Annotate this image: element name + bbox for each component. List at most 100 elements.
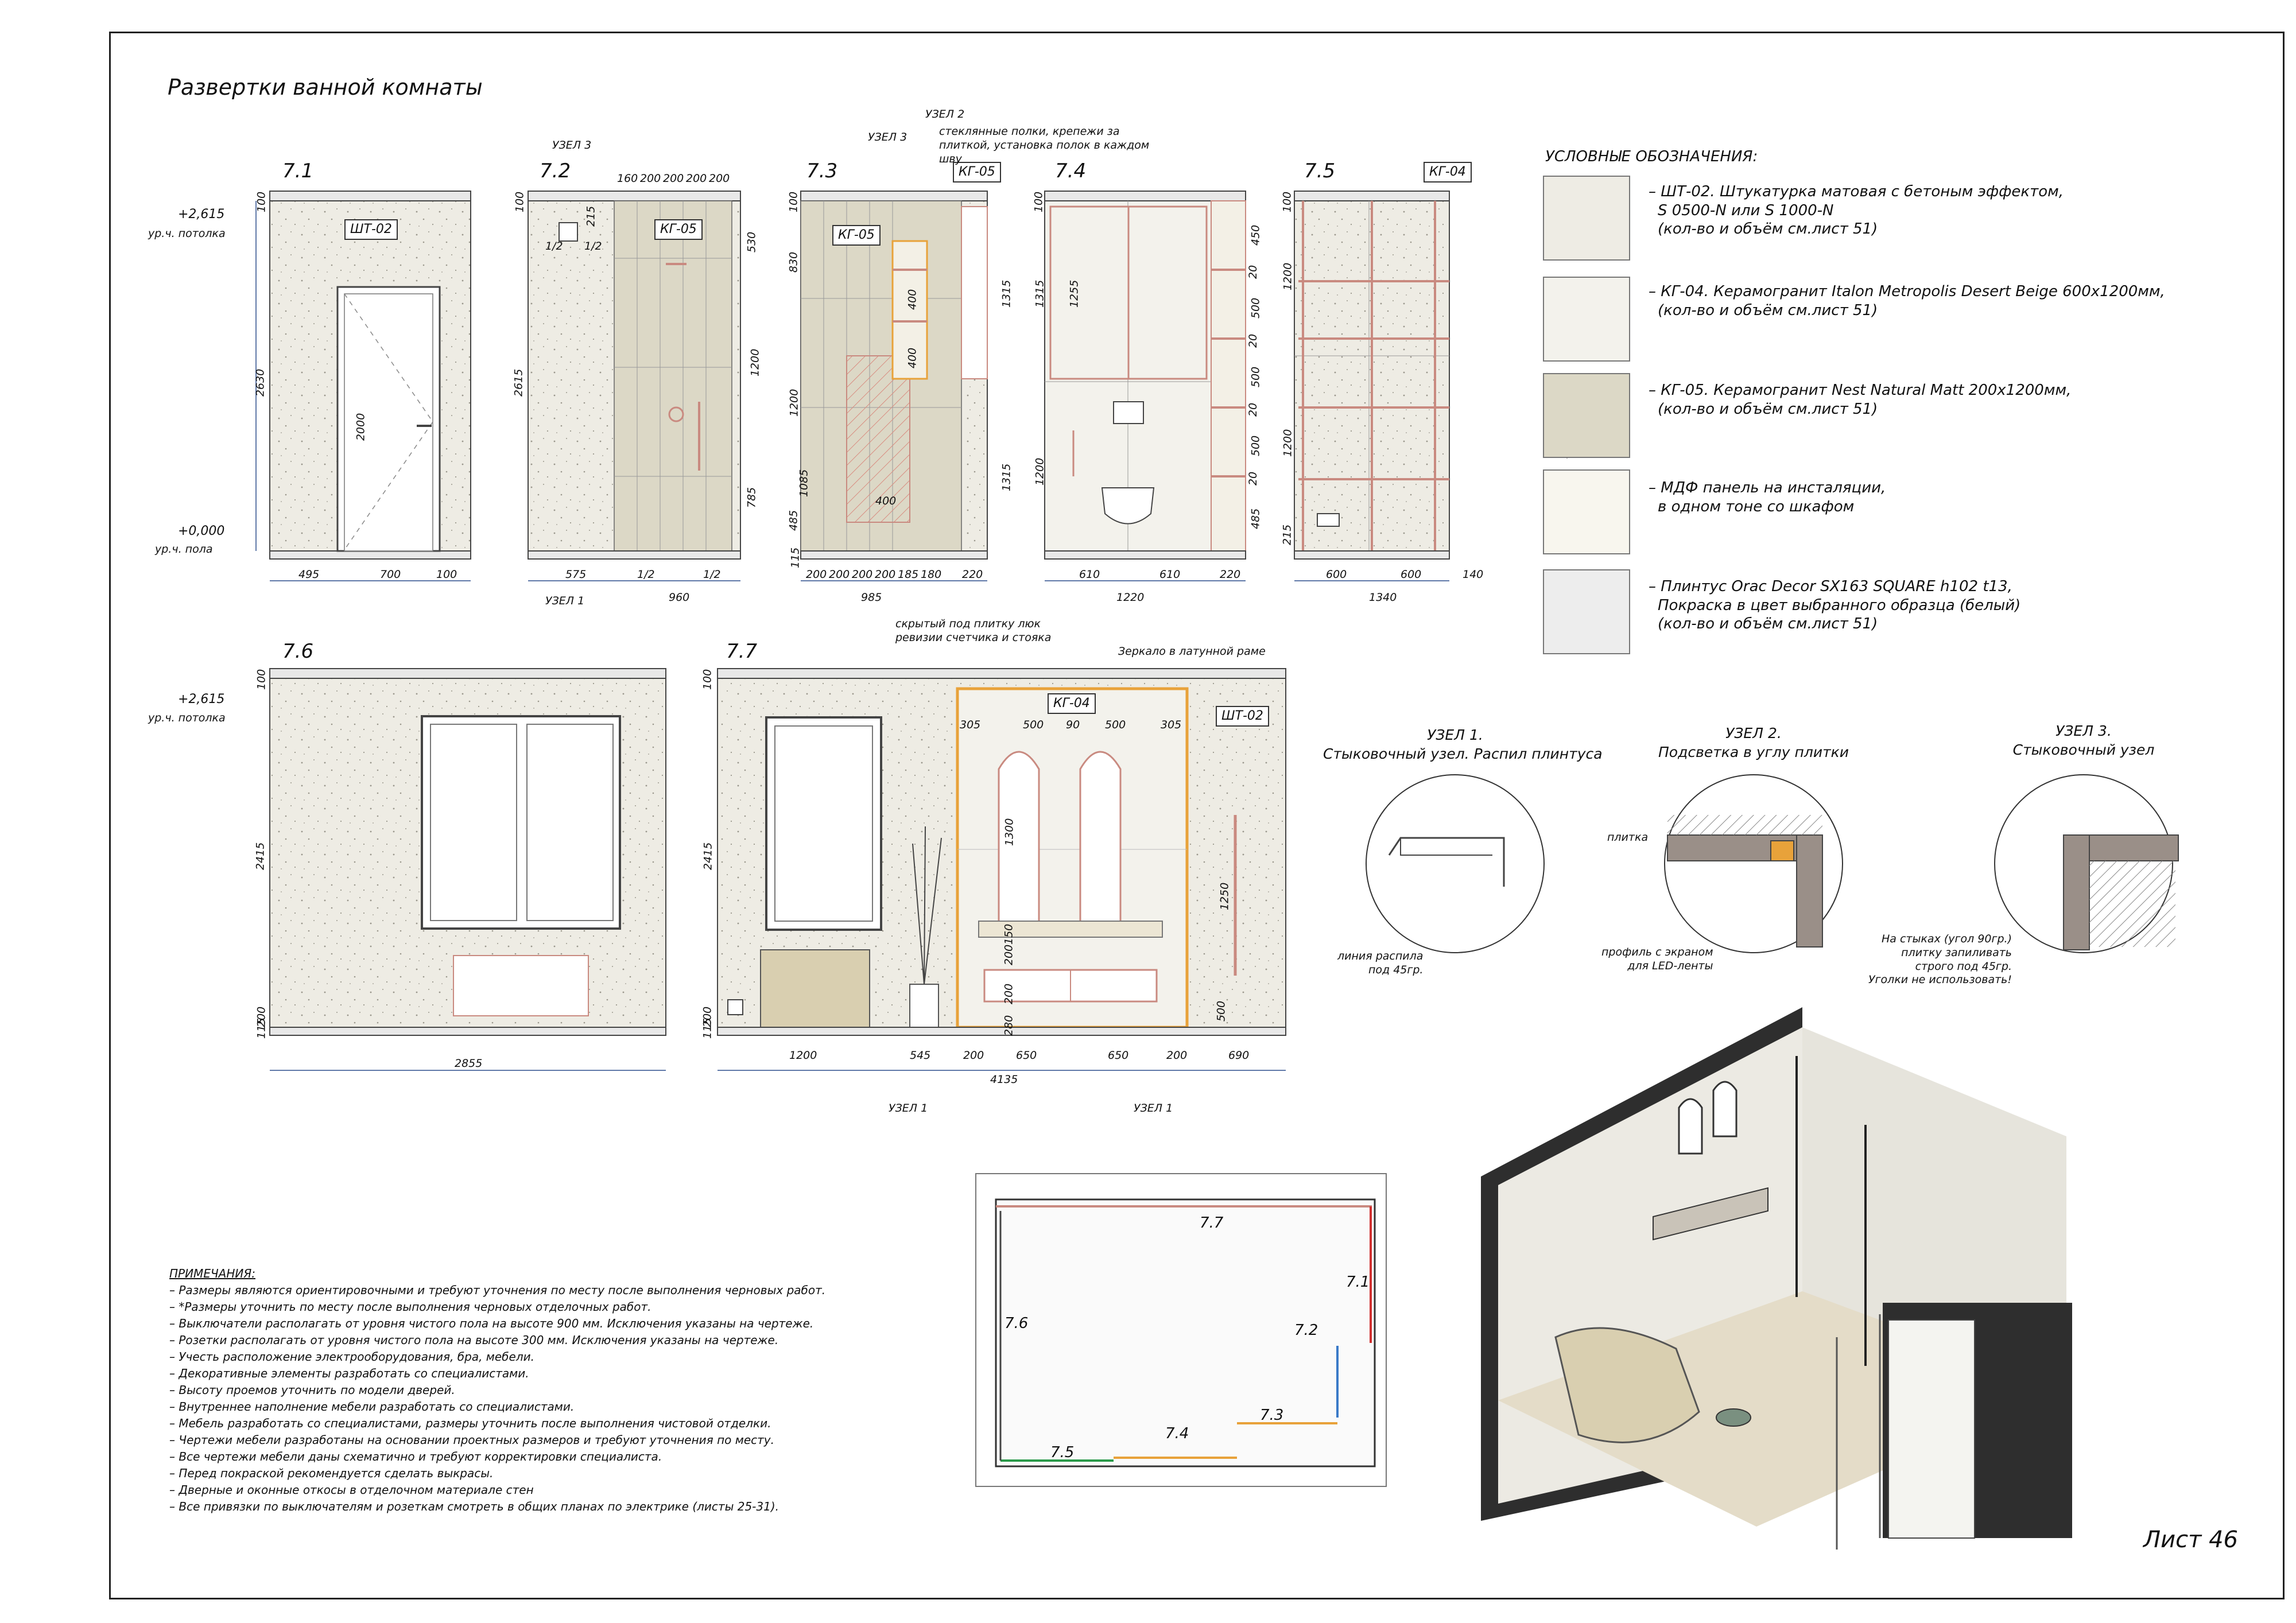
- dim-7-3-m3: 1085: [797, 469, 810, 498]
- dim-7-3-b2: 200: [852, 568, 873, 581]
- dim-7-2-top0: 160: [617, 172, 638, 185]
- dim-7-2-h1: 530: [745, 231, 758, 253]
- callout-shelves: стеклянные полки, крепежи за плиткой, ус…: [939, 125, 1150, 165]
- view-label-7-4: 7.4: [1055, 160, 1087, 183]
- dim-7-3-h1: 830: [787, 251, 800, 273]
- dim-7-3-h2: 1200: [788, 389, 801, 417]
- socket-7-5: [1317, 513, 1340, 527]
- legend-heading: УСЛОВНЫЕ ОБОЗНАЧЕНИЯ:: [1545, 148, 1758, 165]
- dim-7-7-i2: 200: [1002, 944, 1015, 966]
- view-label-7-3: 7.3: [806, 160, 838, 183]
- note-item: – Перед покраской рекомендуется сделать …: [169, 1466, 494, 1480]
- dim-7-1-door: 2000: [354, 413, 367, 441]
- sheet-frame: [109, 32, 2285, 1599]
- level-ceiling-value-7-1: +2,615: [178, 207, 225, 222]
- dim-7-4-r2: 500: [1249, 297, 1262, 319]
- mirror-left-7-7: [998, 751, 1040, 925]
- dim-7-4-b0: 610: [1079, 568, 1100, 581]
- level-ceiling-value-7-6: +2,615: [178, 692, 225, 706]
- plan-label-7-7: 7.7: [1200, 1214, 1224, 1232]
- iso-mirror-1: [1678, 1098, 1703, 1155]
- legend-swatch-plinth: [1543, 569, 1630, 654]
- dim-7-7-total: 4135: [990, 1073, 1018, 1086]
- dim-7-2-h4: 785: [745, 487, 758, 508]
- dim-7-2-small2: 1/2: [584, 240, 602, 253]
- level-floor-value-7-1: +0,000: [178, 524, 225, 538]
- dim-7-2-small1: 1/2: [545, 240, 563, 253]
- dim-7-1-w0: 495: [298, 568, 320, 581]
- sheet-title: Развертки ванной комнаты: [168, 75, 483, 100]
- bathtub-7-7: [760, 949, 870, 1028]
- note-item: – Мебель разработать со специалистами, р…: [169, 1416, 771, 1430]
- dim-7-3-m1: 400: [906, 347, 919, 369]
- elevation-7-5: [1294, 191, 1450, 581]
- dim-7-2-top3: 200: [686, 172, 707, 185]
- dim-7-4-r5: 20: [1247, 402, 1260, 417]
- note-item: – Размеры являются ориентировочными и тр…: [169, 1283, 826, 1297]
- countertop-7-7: [978, 921, 1163, 938]
- iso-mirror-2: [1712, 1081, 1737, 1137]
- radiator-7-6: [453, 955, 589, 1016]
- dim-7-4-r0: 450: [1249, 224, 1262, 246]
- dim-7-2-total: 960: [669, 591, 690, 604]
- dim-7-7-i5: 1250: [1218, 882, 1231, 911]
- dim-7-7-t4: 305: [1161, 719, 1182, 731]
- view-label-7-7: 7.7: [726, 640, 758, 663]
- led-profile-icon: [1770, 840, 1794, 861]
- dim-7-4-h0: 100: [1032, 191, 1045, 213]
- dim-7-7-i3: 200: [1002, 983, 1015, 1005]
- node-3-heading: УЗЕЛ 3.Стыковочный узел: [2012, 723, 2155, 758]
- dim-7-2-h2: 2615: [512, 368, 525, 397]
- legend-item-sht02: – ШТ-02. Штукатурка матовая с бетоным эф…: [1649, 183, 2064, 238]
- door-swing-7-1: [344, 293, 433, 550]
- dim-7-4-b1: 610: [1159, 568, 1181, 581]
- note-item: – Все привязки по выключателям и розетка…: [169, 1500, 779, 1513]
- plan-room: [995, 1198, 1376, 1467]
- notes-heading: ПРИМЕЧАНИЯ:: [169, 1267, 255, 1280]
- dim-7-3-r1: 1315: [1000, 463, 1013, 492]
- dim-7-5-h2: 1200: [1281, 429, 1294, 457]
- callout-hatch: скрытый под плитку люк ревизии счетчика …: [895, 618, 1052, 644]
- floor-7-3: [800, 550, 988, 560]
- elevation-7-6: [269, 668, 666, 1071]
- callout-uzel3-7-2: УЗЕЛ 3: [552, 139, 592, 152]
- dim-7-5-h3: 215: [1281, 524, 1294, 546]
- note-item: – Розетки располагать от уровня чистого …: [169, 1333, 779, 1347]
- dim-7-6-h1: 2415: [254, 842, 267, 871]
- dim-7-1-w1: 700: [380, 568, 401, 581]
- sheet-number: Лист 46: [2143, 1527, 2238, 1553]
- dim-7-7-i4: 280: [1002, 1015, 1015, 1036]
- dim-7-7-i1: 150: [1002, 923, 1015, 945]
- tag-kg04-7-5: КГ-04: [1424, 162, 1472, 183]
- dim-7-7-b3: 650: [1016, 1049, 1037, 1062]
- plan-label-7-5: 7.5: [1050, 1444, 1075, 1461]
- dim-7-7-b1: 545: [910, 1049, 931, 1062]
- level-floor-label-7-1: ур.ч. пола: [155, 543, 213, 556]
- level-ceiling-label-7-6: ур.ч. потолка: [148, 712, 226, 724]
- dim-7-4-b2: 220: [1220, 568, 1241, 581]
- tag-kg05-7-3: КГ-05: [832, 225, 881, 246]
- dim-7-7-b4: 650: [1108, 1049, 1129, 1062]
- dim-7-3-b0: 200: [806, 568, 827, 581]
- elevation-7-1: [255, 191, 471, 581]
- note-item: – Все чертежи мебели даны схематично и т…: [169, 1450, 662, 1463]
- dim-7-7-b5: 200: [1166, 1049, 1188, 1062]
- dim-7-7-t1: 500: [1023, 719, 1044, 731]
- iso-bathtub: [1554, 1327, 1700, 1443]
- ceiling-7-5: [1294, 191, 1450, 201]
- dim-7-3-total: 985: [861, 591, 882, 604]
- legend-swatch-kg05: [1543, 373, 1630, 458]
- node-2-note-tile: плитка: [1607, 831, 1649, 844]
- dim-7-7-t2: 90: [1066, 719, 1080, 731]
- dim-7-3-r0: 1315: [1000, 279, 1013, 308]
- dim-7-4-h1: 1315: [1033, 279, 1046, 308]
- callout-uzel1-7-7-left: УЗЕЛ 1: [889, 1102, 928, 1115]
- dim-7-1-h1: 2630: [254, 368, 267, 397]
- plant-7-7: [912, 826, 942, 985]
- dim-7-7-b0: 1200: [789, 1049, 817, 1062]
- dim-7-7-h1: 2415: [701, 842, 715, 871]
- floor-7-6: [269, 1027, 666, 1036]
- legend-item-kg04: – КГ-04. Керамогранит Italon Metropolis …: [1649, 283, 2165, 319]
- dim-7-2-top1: 200: [640, 172, 661, 185]
